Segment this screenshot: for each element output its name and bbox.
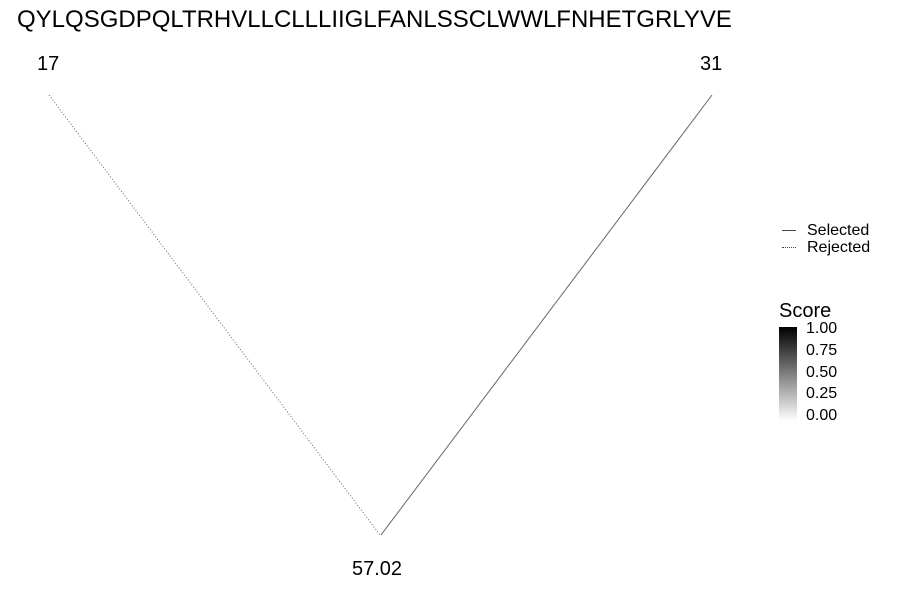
solid-line-key [780,222,800,239]
node-label-left: 17 [37,53,60,75]
score-legend: Score 1.00 0.75 0.50 0.25 0.00 [779,300,856,424]
score-tick-label: 0.25 [806,385,838,402]
line-type-legend: Selected Rejected [780,222,870,256]
score-legend-title: Score [779,300,832,322]
node-label-right: 31 [700,53,723,75]
legend-label-rejected: Rejected [807,238,871,256]
edge-rejected [48,94,381,536]
score-tick-label: 0.00 [806,407,838,424]
sequence-title: QYLQSGDPQLTRHVLLCLLLIIGLFANLSSCLWWLFNHET… [17,6,732,33]
node-label-bottom: 57.02 [352,558,403,580]
dotted-line-key [780,239,800,256]
legend-row-rejected: Rejected [780,239,870,256]
score-tick-labels: 1.00 0.75 0.50 0.25 0.00 [806,321,856,424]
score-color-bar [779,327,797,421]
edge-selected [380,94,713,536]
score-tick-label: 1.00 [806,320,838,337]
legend-row-selected: Selected [780,222,870,239]
legend-label-selected: Selected [807,221,870,239]
score-tick-label: 0.75 [806,342,838,359]
score-tick-label: 0.50 [806,364,838,381]
